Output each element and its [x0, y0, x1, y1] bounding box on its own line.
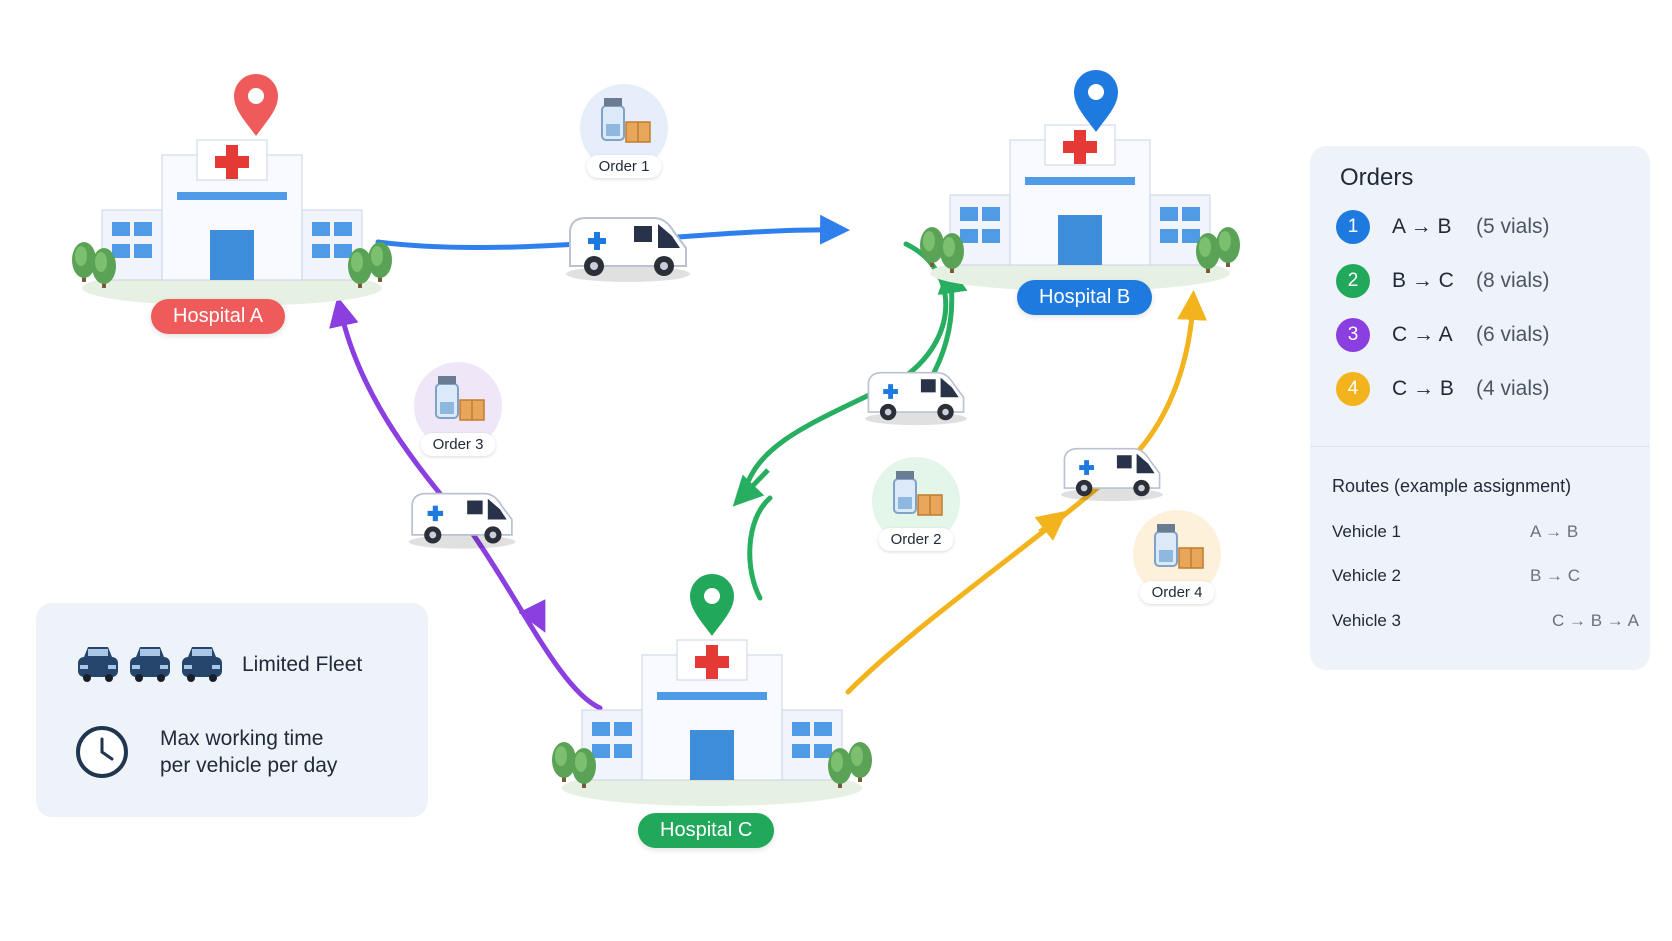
- route-path: A → B: [1530, 522, 1579, 541]
- order-row: 4 C → B (4 vials): [1336, 372, 1636, 408]
- route-path: C → B → A: [1552, 611, 1639, 630]
- order-quantity: (8 vials): [1476, 269, 1550, 292]
- order-3-label: Order 3: [420, 433, 496, 456]
- ambulance-van-icon: [407, 492, 517, 550]
- panel-divider: [1310, 446, 1650, 447]
- route-row: Vehicle 2 B → C: [1332, 564, 1647, 590]
- hospital-a-label: Hospital A: [151, 299, 286, 334]
- order-2-badge: Order 2: [872, 457, 960, 551]
- orders-title: Orders: [1340, 164, 1414, 191]
- route-vehicle: Vehicle 1: [1332, 522, 1401, 541]
- order-route: C → A: [1392, 323, 1453, 346]
- limited-fleet-label: Limited Fleet: [242, 653, 363, 676]
- order-4-badge: Order 4: [1133, 510, 1221, 604]
- location-pin-a-icon: [234, 74, 278, 136]
- routes-title: Routes (example assignment): [1332, 476, 1572, 496]
- order-quantity: (4 vials): [1476, 377, 1550, 400]
- order-row: 1 A → B (5 vials): [1336, 210, 1636, 246]
- order-1-label: Order 1: [586, 155, 662, 178]
- ambulance-van-icon: [864, 371, 968, 426]
- order-quantity: (5 vials): [1476, 215, 1550, 238]
- order-number-badge: 2: [1336, 264, 1370, 298]
- route-row: Vehicle 3 C → B → A: [1332, 609, 1647, 635]
- route-row: Vehicle 1 A → B: [1332, 520, 1647, 546]
- hospital-b-building: [920, 125, 1240, 291]
- order-4-label: Order 4: [1139, 581, 1215, 604]
- hospital-b-label: Hospital B: [1017, 280, 1153, 315]
- order-row: 3 C → A (6 vials): [1336, 318, 1636, 354]
- clock-icon: [76, 726, 128, 778]
- orders-panel: Orders 1 A → B (5 vials) 2 B → C (8 vial…: [1310, 146, 1650, 670]
- max-working-time-label-line-2: per vehicle per day: [160, 754, 338, 777]
- route-path: B → C: [1530, 566, 1581, 585]
- order-number-badge: 1: [1336, 210, 1370, 244]
- location-pin-b-icon: [1074, 70, 1118, 132]
- order-1-badge: Order 1: [580, 84, 668, 178]
- order-quantity: (6 vials): [1476, 323, 1550, 346]
- hospital-c-building: [552, 640, 872, 806]
- order-number-badge: 3: [1336, 318, 1370, 352]
- order-2-label: Order 2: [878, 528, 954, 551]
- order-row: 2 B → C (8 vials): [1336, 264, 1636, 300]
- ambulance-van-icon: [1060, 447, 1164, 502]
- fleet-cars-icon: [78, 647, 222, 682]
- order-number-badge: 4: [1336, 372, 1370, 406]
- route-vehicle: Vehicle 2: [1332, 566, 1401, 585]
- order-route: B → C: [1392, 269, 1454, 292]
- order-route: A → B: [1392, 215, 1452, 238]
- hospital-a-building: [72, 140, 392, 306]
- order-3-badge: Order 3: [414, 362, 502, 456]
- order-route: C → B: [1392, 377, 1454, 400]
- max-working-time-label: Max working time: [160, 727, 324, 750]
- route-vehicle: Vehicle 3: [1332, 611, 1401, 630]
- location-pin-c-icon: [690, 574, 734, 636]
- fleet-constraints-panel: Limited Fleet Max working time per vehic…: [36, 603, 428, 817]
- hospital-c-label: Hospital C: [638, 813, 775, 848]
- ambulance-van-icon: [565, 217, 691, 283]
